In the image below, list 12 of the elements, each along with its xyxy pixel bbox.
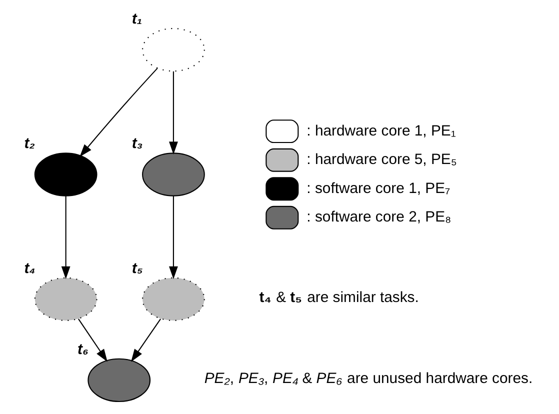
- legend-label: : hardware core 1, PE₁: [306, 123, 456, 140]
- node-label: t₂: [24, 136, 35, 152]
- label: t₄ & t₅ are similar tasks.: [259, 290, 419, 306]
- legend-label: : hardware core 5, PE₅: [306, 152, 457, 168]
- label: PE₂, PE₃, PE₄ & PE₆ are unused hardware cores.: [204, 371, 533, 388]
- node-label: t₄: [24, 260, 36, 277]
- node-label: t₃: [132, 136, 143, 152]
- node-label: t₅: [132, 260, 143, 277]
- legend-label: : software core 1, PE₇: [306, 180, 450, 197]
- legend-label: : software core 2, PE₈: [306, 210, 452, 226]
- node-label: t₆: [78, 342, 88, 358]
- node-label: t₁: [132, 11, 142, 28]
